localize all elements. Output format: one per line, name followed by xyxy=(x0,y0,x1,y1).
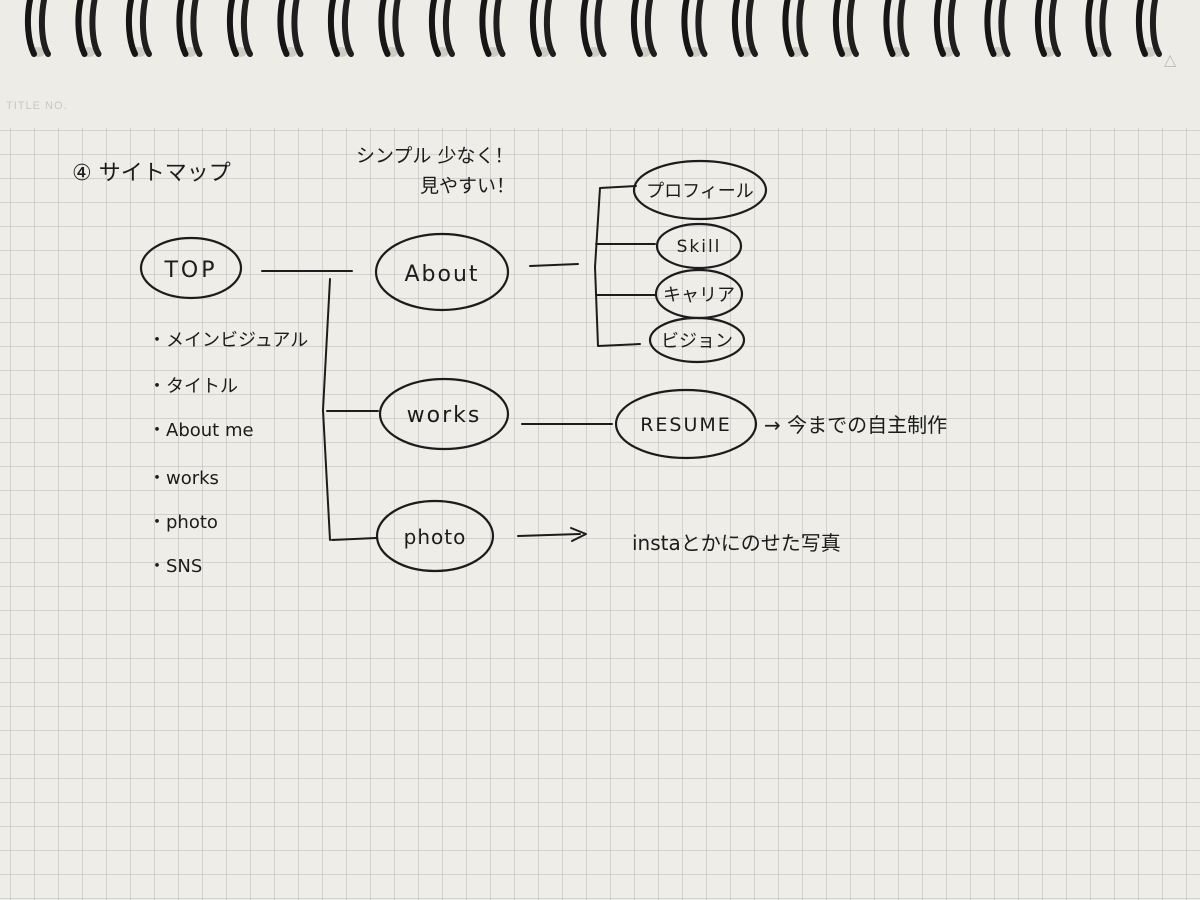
node-about-outline xyxy=(374,232,510,312)
line-about-to-branch xyxy=(529,263,579,267)
node-vision-outline xyxy=(648,316,746,364)
spiral-ring xyxy=(832,0,859,57)
node-career: キャリア xyxy=(663,285,735,306)
design-note-line-1: シンプル 少なく！ xyxy=(356,145,513,167)
node-works-outline xyxy=(378,377,510,451)
photo-annotation: instaとかにのせた写真 xyxy=(632,531,841,555)
spiral-ring xyxy=(731,0,758,57)
line-photo-arrow xyxy=(517,533,581,537)
spiral-ring xyxy=(378,0,405,57)
spiral-ring xyxy=(529,0,556,57)
node-about: About xyxy=(404,262,479,287)
spiral-ring xyxy=(24,0,51,57)
spiral-ring xyxy=(277,0,304,57)
spiral-binding xyxy=(24,0,1162,57)
resume-annotation: → 今までの自主制作 xyxy=(764,413,947,437)
node-skill-outline xyxy=(655,222,743,270)
node-outlines xyxy=(139,159,768,573)
design-note-line-2: 見やすい！ xyxy=(420,175,515,197)
spiral-ring xyxy=(630,0,657,57)
top-item: ・About me xyxy=(148,420,254,441)
spiral-ring xyxy=(580,0,607,57)
top-page-items: ・メインビジュアル ・タイトル ・About me ・works ・photo … xyxy=(148,330,308,577)
spiral-ring xyxy=(984,0,1011,57)
node-top: TOP xyxy=(163,258,217,283)
node-top-outline xyxy=(139,236,243,300)
node-profile: プロフィール xyxy=(646,181,754,202)
spiral-ring xyxy=(176,0,203,57)
spiral-ring xyxy=(1135,0,1162,57)
spiral-ring xyxy=(883,0,910,57)
top-item: ・タイトル xyxy=(148,376,238,397)
spiral-ring xyxy=(1034,0,1061,57)
line-to-photo xyxy=(331,537,377,541)
top-item: ・メインビジュアル xyxy=(148,330,308,351)
spiral-ring xyxy=(681,0,708,57)
node-profile-outline xyxy=(632,159,768,221)
line-about-branch xyxy=(594,185,641,347)
sitemap-heading: ④ サイトマップ xyxy=(72,161,231,186)
top-item: ・works xyxy=(148,468,219,489)
node-photo: photo xyxy=(404,525,467,549)
node-resume-outline xyxy=(614,388,758,460)
spiral-ring xyxy=(75,0,102,57)
spiral-ring xyxy=(226,0,253,57)
spiral-ring xyxy=(125,0,152,57)
spiral-ring xyxy=(327,0,354,57)
spiral-ring xyxy=(428,0,455,57)
top-item: ・photo xyxy=(148,512,218,533)
node-resume: RESUME xyxy=(640,414,732,436)
arrow-head-photo xyxy=(570,527,587,542)
node-skill: Skill xyxy=(677,237,722,257)
node-works: works xyxy=(407,403,482,428)
node-vision: ビジョン xyxy=(661,331,733,352)
connector-lines xyxy=(261,185,656,542)
spiral-ring xyxy=(479,0,506,57)
node-photo-outline xyxy=(375,499,495,573)
title-no-label: TITLE NO. xyxy=(6,100,68,112)
top-item: ・SNS xyxy=(148,556,202,577)
spiral-ring xyxy=(933,0,960,57)
spiral-ring xyxy=(1085,0,1112,57)
spiral-ring xyxy=(782,0,809,57)
line-main-trunk xyxy=(322,278,331,541)
corner-triangle-mark: △ xyxy=(1164,50,1177,69)
